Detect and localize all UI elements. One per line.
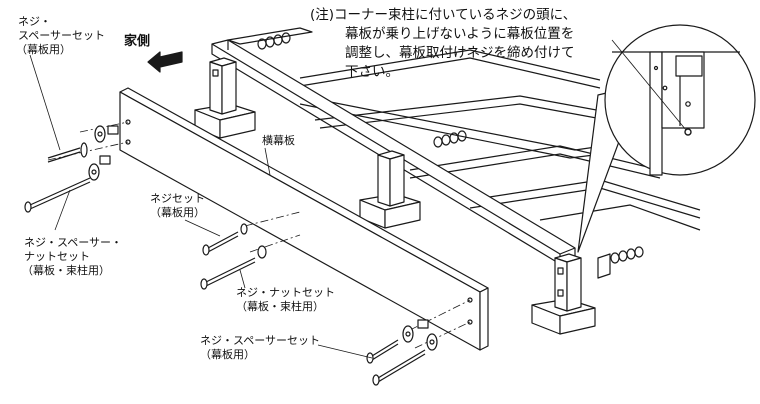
detail-callout bbox=[577, 24, 756, 253]
screw-nut-set-middle bbox=[200, 245, 267, 290]
label-line: ネジセット bbox=[150, 192, 205, 205]
leader-lines bbox=[29, 54, 373, 359]
corner-bracket bbox=[597, 253, 611, 279]
post-middle bbox=[359, 150, 421, 229]
note-line-3: 調整し、幕板取付けネジを締め付けて bbox=[345, 45, 575, 61]
post-left bbox=[194, 57, 256, 139]
screw-spacer-nut-set-left bbox=[24, 155, 111, 213]
label-line: ネジ・ナットセット bbox=[236, 286, 335, 299]
label-line: ナットセット bbox=[24, 250, 90, 263]
note-line-2: 幕板が乗り上げないように幕板位置を bbox=[345, 26, 575, 42]
house-side-label: 家側 bbox=[124, 34, 151, 49]
label-line: ネジ・スペーサーセット bbox=[200, 334, 321, 347]
label-side-board: 横幕板 bbox=[262, 134, 295, 147]
label-line: （幕板・束柱用） bbox=[236, 300, 324, 313]
label-line: ネジ・スペーサー・ bbox=[24, 236, 123, 249]
direction-arrow bbox=[147, 51, 183, 73]
note-line-4: 下さい。 bbox=[345, 64, 399, 80]
label-line: スペーサーセット bbox=[18, 29, 106, 42]
label-line: （幕板用） bbox=[200, 348, 255, 361]
screw-spacer-set-top-left bbox=[47, 125, 119, 163]
nut-washer-groups bbox=[257, 32, 644, 264]
screw-set-middle bbox=[202, 223, 248, 256]
screw-spacer-set-bottom bbox=[366, 319, 438, 386]
note-line-1: (注)コーナー束柱に付いているネジの頭に、 bbox=[310, 7, 577, 23]
label-line: （幕板用） bbox=[150, 206, 205, 219]
post-corner bbox=[531, 253, 596, 335]
label-line: ネジ・ bbox=[18, 15, 51, 28]
side-skirt-board bbox=[119, 87, 489, 351]
label-line: （幕板用） bbox=[16, 43, 71, 56]
label-line: （幕板・束柱用） bbox=[22, 264, 110, 277]
